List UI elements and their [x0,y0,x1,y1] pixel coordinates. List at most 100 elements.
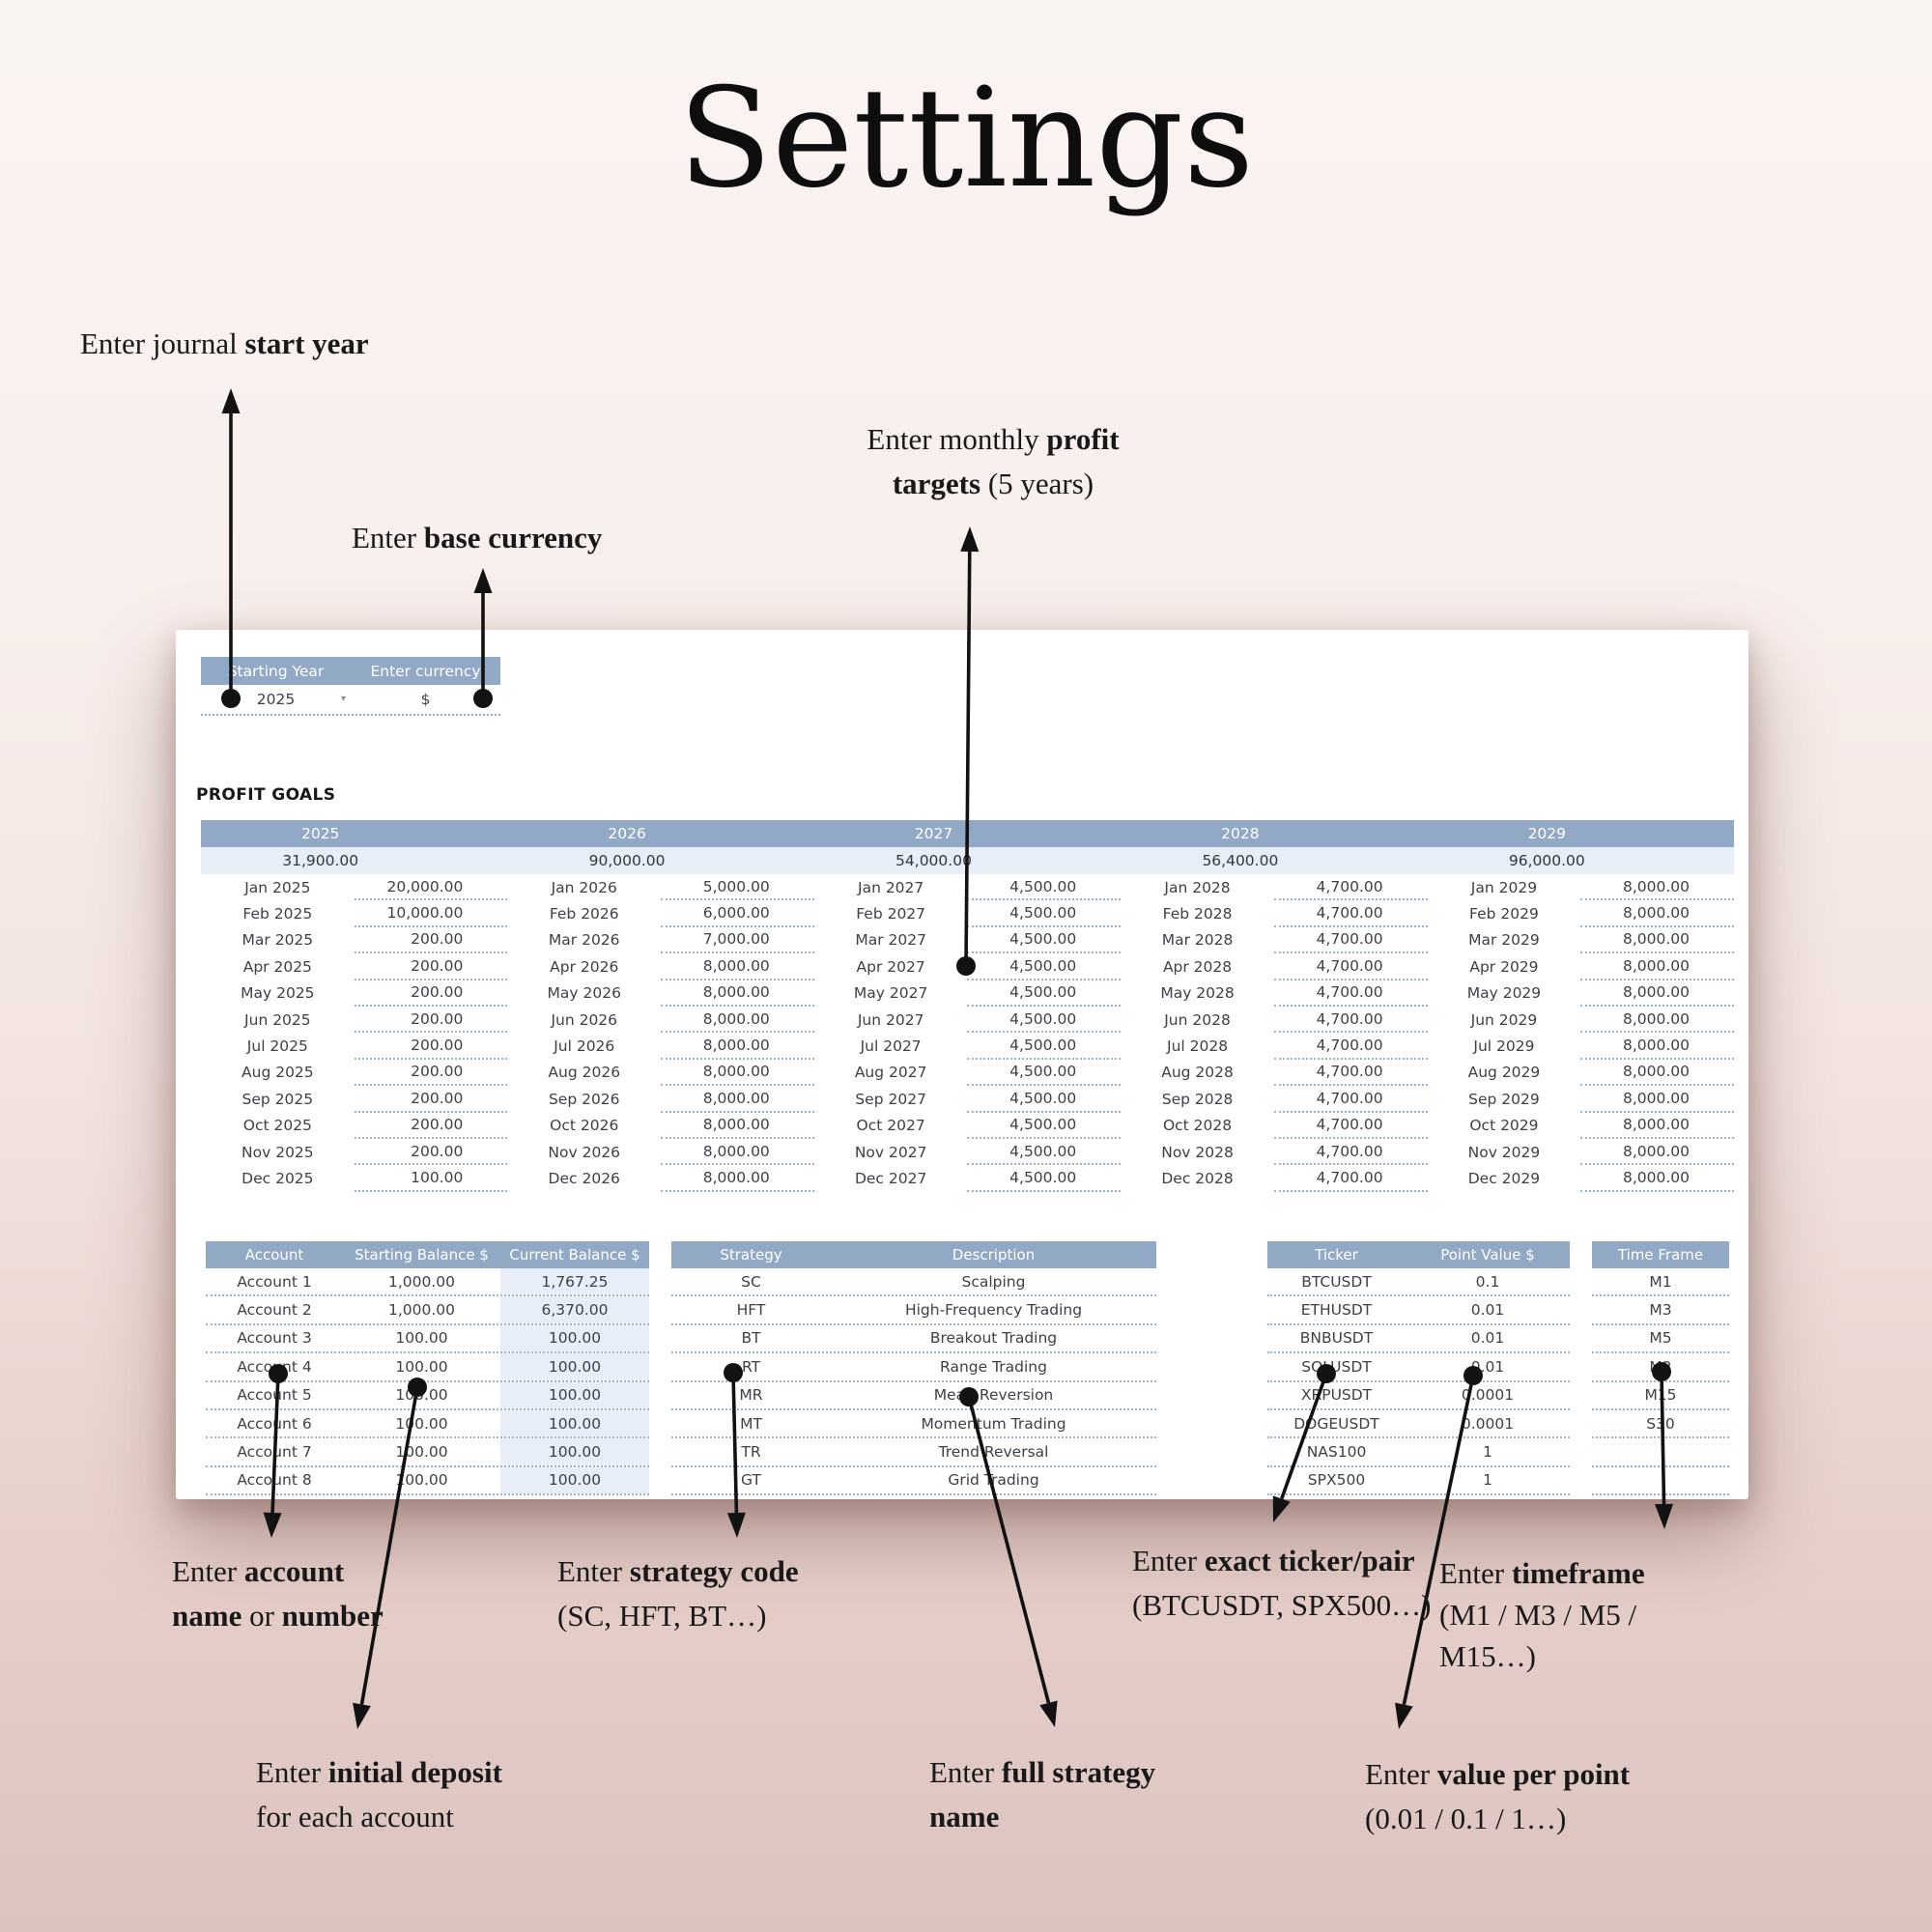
cell[interactable]: 1 [1483,1471,1492,1490]
cell[interactable]: 100.00 [500,1381,649,1408]
month-target-cell[interactable]: 8,000.00 [1580,900,1734,927]
month-target-cell[interactable]: 8,000.00 [1580,1165,1734,1192]
cell[interactable]: Account 5 [237,1386,312,1405]
cell[interactable]: 0.01 [1470,1357,1505,1376]
cell[interactable]: ETHUSDT [1300,1301,1373,1320]
month-target-cell[interactable]: 4,700.00 [1273,980,1428,1007]
month-target-cell[interactable]: 4,500.00 [967,1033,1122,1060]
month-target-cell[interactable]: 8,000.00 [661,1007,814,1034]
cell[interactable]: 100.00 [395,1443,448,1462]
cell[interactable]: Account 3 [237,1329,312,1348]
month-target-cell[interactable]: 4,700.00 [1273,953,1428,980]
cell[interactable]: SPX500 [1307,1471,1366,1490]
month-target-cell[interactable]: 4,700.00 [1273,1165,1428,1192]
cell[interactable]: Account 4 [237,1357,312,1376]
cell[interactable]: Breakout Trading [929,1329,1058,1348]
cell[interactable]: 100.00 [500,1466,649,1494]
month-target-cell[interactable]: 4,500.00 [967,980,1122,1007]
cell[interactable]: 0.0001 [1461,1414,1515,1433]
month-target-cell[interactable]: 8,000.00 [1580,953,1734,980]
cell[interactable]: 100.00 [395,1386,448,1405]
month-target-cell[interactable]: 4,500.00 [967,1086,1122,1113]
cell[interactable]: Trend Reversal [938,1443,1049,1462]
month-target-cell[interactable]: 4,700.00 [1273,1007,1428,1034]
cell[interactable]: 1 [1483,1443,1492,1462]
cell[interactable]: Scalping [961,1272,1026,1291]
month-target-cell[interactable]: 4,500.00 [967,953,1122,980]
cell[interactable]: Account 1 [237,1272,312,1291]
cell[interactable]: Momentum Trading [921,1414,1066,1433]
cell[interactable]: 0.1 [1475,1272,1500,1291]
cell[interactable]: 100.00 [395,1471,448,1490]
month-target-cell[interactable]: 4,700.00 [1273,874,1428,901]
month-target-cell[interactable]: 7,000.00 [661,927,814,954]
cell[interactable]: XRPUSDT [1300,1386,1373,1405]
cell[interactable]: BNBUSDT [1299,1329,1374,1348]
month-target-cell[interactable]: 100.00 [354,1165,508,1192]
month-target-cell[interactable]: 20,000.00 [354,874,508,901]
cell[interactable]: 0.0001 [1461,1386,1515,1405]
month-target-cell[interactable]: 4,500.00 [967,1060,1122,1087]
cell[interactable]: 100.00 [500,1438,649,1465]
month-target-cell[interactable]: 4,700.00 [1273,1113,1428,1139]
cell[interactable]: HFT [736,1301,766,1320]
month-target-cell[interactable]: 200.00 [354,1139,508,1166]
month-target-cell[interactable]: 200.00 [354,1086,508,1113]
month-target-cell[interactable]: 8,000.00 [661,953,814,980]
month-target-cell[interactable]: 10,000.00 [354,900,508,927]
month-target-cell[interactable]: 8,000.00 [661,1086,814,1113]
month-target-cell[interactable]: 8,000.00 [1580,1060,1734,1087]
month-target-cell[interactable]: 8,000.00 [1580,1033,1734,1060]
cell[interactable]: SC [741,1272,761,1291]
cell[interactable]: 100.00 [500,1324,649,1352]
cell[interactable]: 1,000.00 [387,1301,456,1320]
month-target-cell[interactable]: 4,700.00 [1273,900,1428,927]
cell[interactable]: M1 [1649,1272,1672,1291]
month-target-cell[interactable]: 4,700.00 [1273,1033,1428,1060]
cell[interactable]: 0.01 [1470,1301,1505,1320]
month-target-cell[interactable]: 4,700.00 [1273,927,1428,954]
cell[interactable]: MT [740,1414,762,1433]
month-target-cell[interactable]: 8,000.00 [661,1033,814,1060]
cell[interactable]: RT [741,1357,761,1376]
cell[interactable]: Account 7 [237,1443,312,1462]
month-target-cell[interactable]: 200.00 [354,1033,508,1060]
cell[interactable]: Account 8 [237,1471,312,1490]
cell[interactable] [1592,1467,1729,1493]
month-target-cell[interactable]: 200.00 [354,953,508,980]
month-target-cell[interactable]: 4,500.00 [967,1113,1122,1139]
cell[interactable]: M15 [1644,1386,1677,1405]
cell[interactable]: 100.00 [500,1409,649,1437]
month-target-cell[interactable]: 4,500.00 [967,900,1122,927]
cell[interactable]: 6,370.00 [500,1296,649,1323]
month-target-cell[interactable]: 4,700.00 [1273,1139,1428,1166]
cell[interactable]: BTCUSDT [1301,1272,1372,1291]
month-target-cell[interactable]: 200.00 [354,1113,508,1139]
cell[interactable]: 100.00 [500,1353,649,1380]
month-target-cell[interactable]: 4,700.00 [1273,1086,1428,1113]
cell[interactable]: Mean Reversion [933,1386,1054,1405]
cell[interactable]: Grid Trading [948,1471,1039,1490]
month-target-cell[interactable]: 4,500.00 [967,1139,1122,1166]
cell[interactable]: Account 2 [237,1301,312,1320]
currency-value-cell[interactable]: $ [420,691,431,708]
cell[interactable]: 0.01 [1470,1329,1505,1348]
month-target-cell[interactable]: 200.00 [354,1007,508,1034]
cell[interactable]: BT [741,1329,761,1348]
month-target-cell[interactable]: 8,000.00 [661,980,814,1007]
month-target-cell[interactable]: 8,000.00 [1580,874,1734,901]
cell[interactable]: M3 [1649,1301,1672,1320]
month-target-cell[interactable]: 200.00 [354,1060,508,1087]
cell[interactable]: GT [741,1471,761,1490]
cell[interactable]: 100.00 [395,1329,448,1348]
month-target-cell[interactable]: 8,000.00 [661,1139,814,1166]
cell[interactable]: S30 [1646,1414,1675,1433]
cell[interactable]: Range Trading [940,1357,1047,1376]
cell[interactable]: 100.00 [395,1414,448,1433]
cell[interactable]: Account 6 [237,1414,312,1433]
month-target-cell[interactable]: 4,500.00 [967,927,1122,954]
month-target-cell[interactable]: 8,000.00 [1580,927,1734,954]
month-target-cell[interactable]: 8,000.00 [661,1165,814,1192]
month-target-cell[interactable]: 8,000.00 [1580,1007,1734,1034]
month-target-cell[interactable]: 5,000.00 [661,874,814,901]
